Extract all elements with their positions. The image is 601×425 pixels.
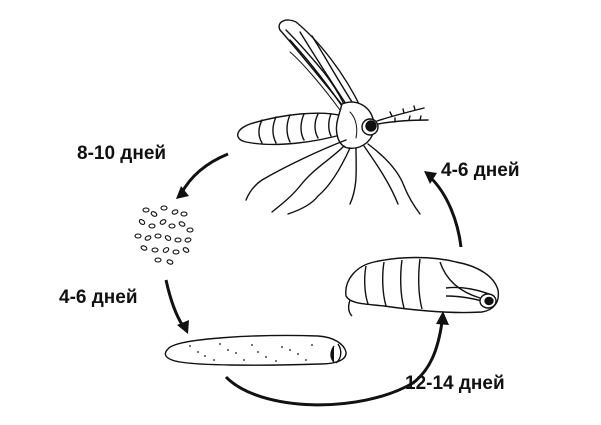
adult-gnat-illustration <box>237 19 429 215</box>
arrowhead-pupa-to-adult <box>424 171 437 184</box>
egg-cluster-illustration <box>134 205 194 265</box>
pupa-illustration <box>345 256 500 317</box>
arrow-adult-to-eggs <box>179 152 229 195</box>
duration-larva-to-pupa: 12-14 дней <box>405 373 505 394</box>
arrow-pupa-to-adult <box>429 176 463 248</box>
arrow-eggs-to-larva <box>164 279 185 327</box>
arrowhead-eggs-to-larva <box>177 320 189 334</box>
duration-eggs-to-larva: 4-6 дней <box>59 287 138 308</box>
arrow-larva-to-pupa <box>224 321 444 407</box>
duration-adult-to-eggs: 8-10 дней <box>77 143 167 164</box>
arrowhead-adult-to-eggs <box>176 186 189 199</box>
arrowhead-larva-to-pupa <box>436 311 449 325</box>
duration-pupa-to-adult: 4-6 дней <box>441 160 520 181</box>
larva-illustration <box>164 334 347 366</box>
